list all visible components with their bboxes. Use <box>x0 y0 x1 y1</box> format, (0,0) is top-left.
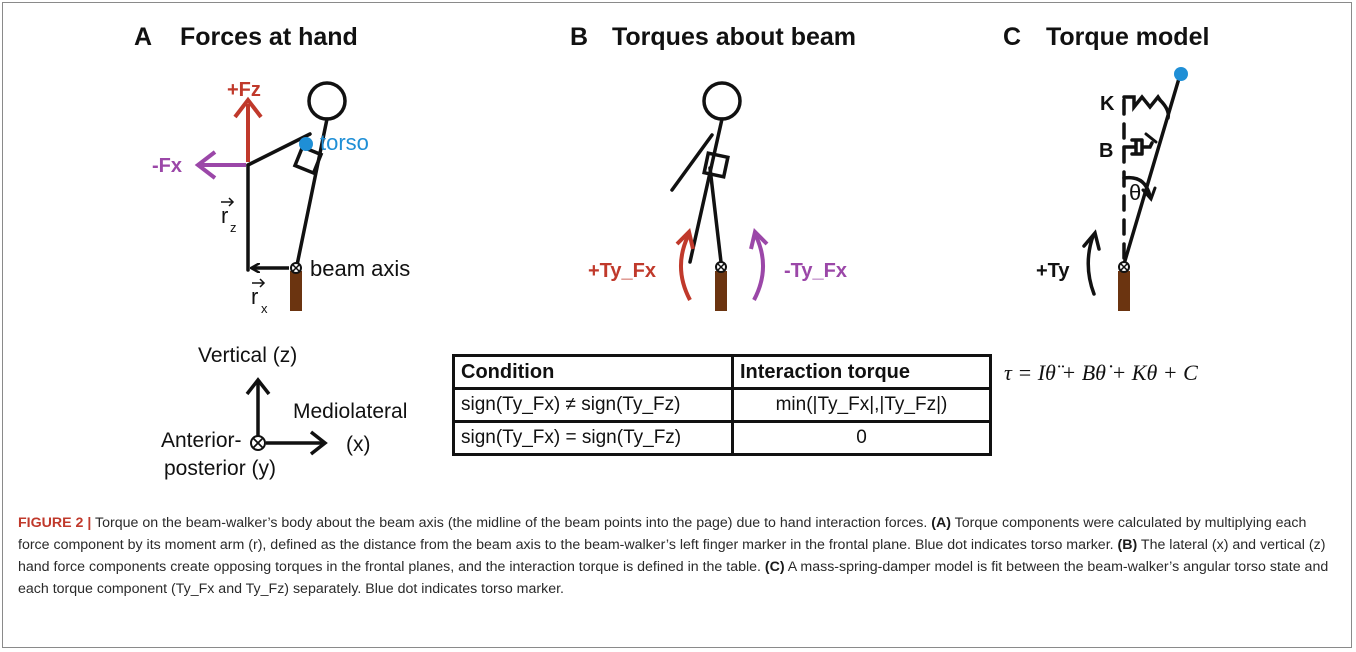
fz-label: +Fz <box>227 79 261 101</box>
coordinate-axes: Vertical (z) Mediolateral (x) Anterior- … <box>161 344 407 480</box>
panel-a-stick-figure <box>246 81 347 272</box>
vertical-axis-label: Vertical (z) <box>198 344 297 367</box>
caption-c-label: (C) <box>764 559 785 575</box>
table-cell: sign(Ty_Fx) ≠ sign(Ty_Fz) <box>452 387 734 423</box>
panel-c-heading: Torque model <box>1046 23 1209 51</box>
caption-c-text: A mass-spring-damper model is fit betwee… <box>18 559 1329 597</box>
damper-b-label: B <box>1099 140 1113 162</box>
panel-c-letter: C <box>1003 23 1021 51</box>
rx-label: r x <box>251 278 268 316</box>
caption-a-text: Torque components were calculated by mul… <box>18 515 1307 553</box>
caption-b-text: The lateral (x) and vertical (z) hand fo… <box>18 537 1326 575</box>
panel-a-title: A Forces at hand <box>134 23 358 51</box>
table-cell: min(|Ty_Fx|,|Ty_Fz|) <box>731 387 992 423</box>
negative-torque-label: -Ty_Fx <box>784 260 847 282</box>
rx-sub: x <box>261 301 268 316</box>
mediolateral-label: Mediolateral <box>293 400 407 423</box>
panel-c-beam <box>1118 261 1130 311</box>
panel-b-title: B Torques about beam <box>570 23 856 51</box>
anterior-label: Anterior- <box>161 429 242 452</box>
table-row: sign(Ty_Fx) = sign(Ty_Fz) 0 <box>452 420 992 456</box>
positive-torque-arrow <box>675 228 695 301</box>
x-unit-label: (x) <box>346 433 371 456</box>
table-header-row: Condition Interaction torque <box>452 354 992 390</box>
fx-label: -Fx <box>152 155 182 177</box>
caption-label: FIGURE 2 | <box>18 515 92 531</box>
panel-a-heading: Forces at hand <box>180 23 358 51</box>
torque-ty-label: +Ty <box>1036 260 1070 282</box>
caption-a-label: (A) <box>931 515 951 531</box>
rx-main: r <box>251 284 258 309</box>
caption-b-label: (B) <box>1117 537 1138 553</box>
panel-a-fz-arrow <box>233 96 263 162</box>
table-row: sign(Ty_Fx) ≠ sign(Ty_Fz) min(|Ty_Fx|,|T… <box>452 387 992 423</box>
panel-b-stick-figure <box>670 81 742 264</box>
panel-b-heading: Torques about beam <box>612 23 856 51</box>
rz-label: r z <box>221 197 237 235</box>
panel-b-letter: B <box>570 23 588 51</box>
table-cell: sign(Ty_Fx) = sign(Ty_Fz) <box>452 420 734 456</box>
panel-a-letter: A <box>134 23 152 51</box>
panel-c-title: C Torque model <box>1003 23 1209 51</box>
negative-torque-arrow <box>749 228 769 301</box>
positive-torque-label: +Ty_Fx <box>588 260 656 282</box>
table-cell: 0 <box>731 420 992 456</box>
rz-sub: z <box>230 220 237 235</box>
figure-caption: FIGURE 2 | Torque on the beam-walker’s b… <box>18 512 1338 600</box>
beam-axis-label: beam axis <box>310 256 410 281</box>
torso-marker-dot-c <box>1174 67 1188 81</box>
panel-b-beam <box>715 261 727 311</box>
rz-main: r <box>221 203 228 228</box>
table-header-condition: Condition <box>452 354 734 390</box>
table-header-interaction-torque: Interaction torque <box>731 354 992 390</box>
panel-a-beam <box>290 262 302 311</box>
posterior-label: posterior (y) <box>164 457 276 480</box>
panel-a-fx-arrow <box>194 150 246 180</box>
torso-label: torso <box>320 130 369 155</box>
interaction-torque-table: Condition Interaction torque sign(Ty_Fx)… <box>452 354 992 456</box>
caption-intro: Torque on the beam-walker’s body about t… <box>91 515 932 531</box>
torque-model-equation: τ = Iθ̈ + Bθ̇ + Kθ + C <box>1004 360 1198 385</box>
torso-marker-dot <box>299 137 313 151</box>
panel-c-model <box>1082 73 1182 296</box>
theta-label: θ <box>1129 180 1141 205</box>
spring-k-label: K <box>1100 93 1115 115</box>
